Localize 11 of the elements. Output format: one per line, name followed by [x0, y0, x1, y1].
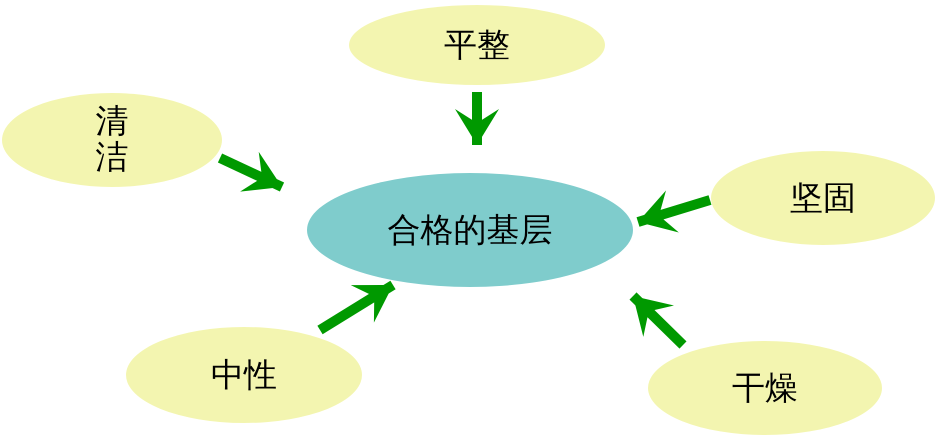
node-label: 平整 [444, 26, 510, 66]
node-label: 坚固 [790, 180, 856, 218]
arrow [630, 292, 686, 349]
arrow [218, 152, 284, 192]
arrow [455, 92, 499, 145]
node-label: 合格的基层 [388, 212, 552, 250]
node-label: 中性 [211, 356, 277, 396]
node-label: 清洁 [96, 104, 128, 176]
node-label: 干燥 [732, 370, 798, 408]
arrow [317, 280, 396, 334]
arrow [636, 190, 712, 233]
